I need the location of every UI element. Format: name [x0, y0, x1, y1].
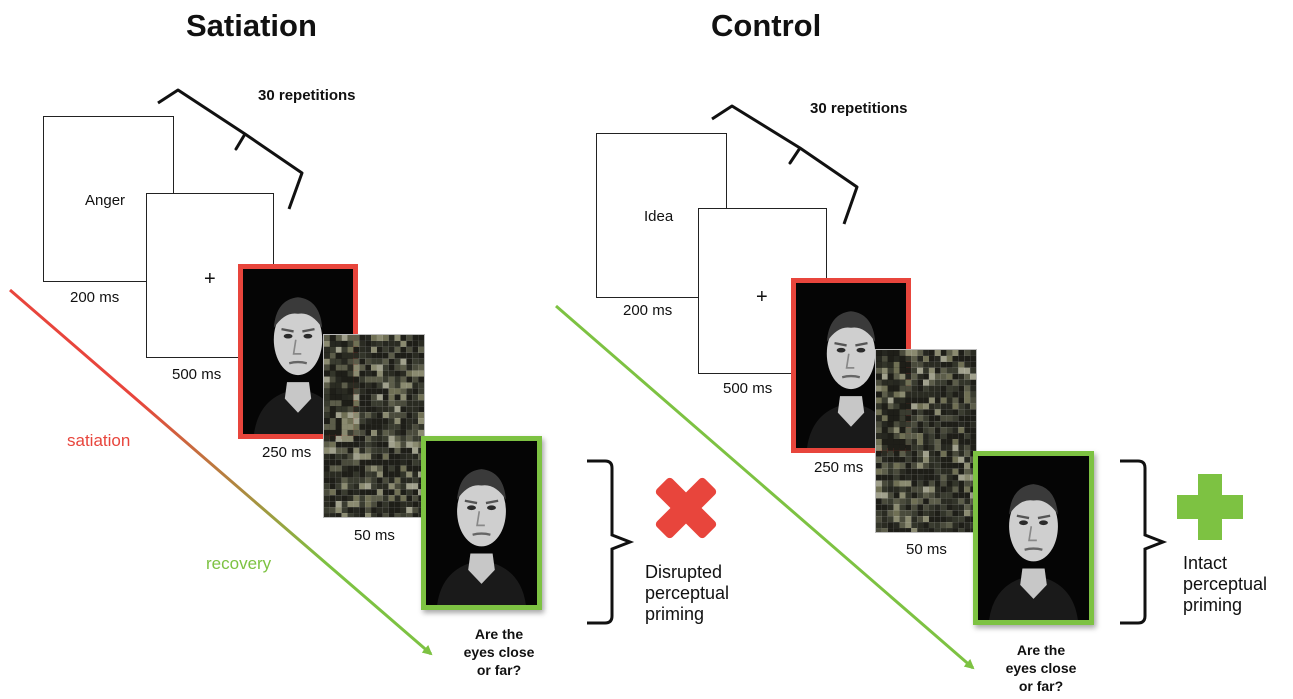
- control-timeline-arrow: [555, 304, 975, 670]
- control-repetitions-label: 30 repetitions: [810, 100, 908, 117]
- control-repetition-brace: [711, 104, 859, 225]
- control-noise-mask: [875, 349, 977, 533]
- control-face-duration: 250 ms: [814, 459, 864, 476]
- fixation-cross: +: [756, 286, 768, 308]
- control-outcome-bracket: [1120, 459, 1168, 625]
- satiation-outcome-bracket: [587, 459, 635, 625]
- face-image: [978, 456, 1089, 620]
- satiation-repetitions-label: 30 repetitions: [258, 87, 356, 104]
- noise-mask-image: [876, 350, 976, 532]
- satiation-outcome-label: Disrupted perceptual priming: [645, 562, 730, 624]
- satiation-mask-duration: 50 ms: [354, 527, 395, 544]
- satiation-face-duration: 250 ms: [262, 444, 312, 461]
- satiation-phase-label: satiation: [67, 431, 131, 450]
- green-plus-icon: [1177, 474, 1243, 540]
- fixation-cross: +: [204, 268, 216, 290]
- recovery-phase-label: recovery: [206, 554, 272, 573]
- satiation-title: Satiation: [186, 8, 317, 43]
- face-image: [243, 269, 353, 434]
- satiation-repetition-brace: [157, 88, 304, 210]
- control-target-face: [973, 451, 1094, 625]
- control-fixation-duration: 500 ms: [723, 380, 773, 397]
- satiation-noise-mask: [323, 334, 425, 518]
- satiation-task-question: Are the eyes close or far?: [463, 626, 535, 678]
- noise-mask-image: [324, 335, 424, 517]
- red-x-icon: [655, 477, 717, 539]
- word-prime: Idea: [644, 208, 674, 225]
- control-title: Control: [711, 8, 822, 43]
- word-prime: Anger: [85, 192, 126, 209]
- control-mask-duration: 50 ms: [906, 541, 947, 558]
- satiation-target-face: [421, 436, 542, 610]
- satiation-word-duration: 200 ms: [70, 289, 120, 306]
- control-outcome-label: Intact perceptual priming: [1183, 553, 1268, 615]
- control-word-duration: 200 ms: [623, 302, 673, 319]
- satiation-timeline-arrow: [9, 288, 433, 656]
- face-image: [426, 441, 537, 605]
- satiation-fixation-duration: 500 ms: [172, 366, 222, 383]
- control-task-question: Are the eyes close or far?: [1005, 642, 1077, 694]
- satiation-prime-face: [238, 264, 358, 439]
